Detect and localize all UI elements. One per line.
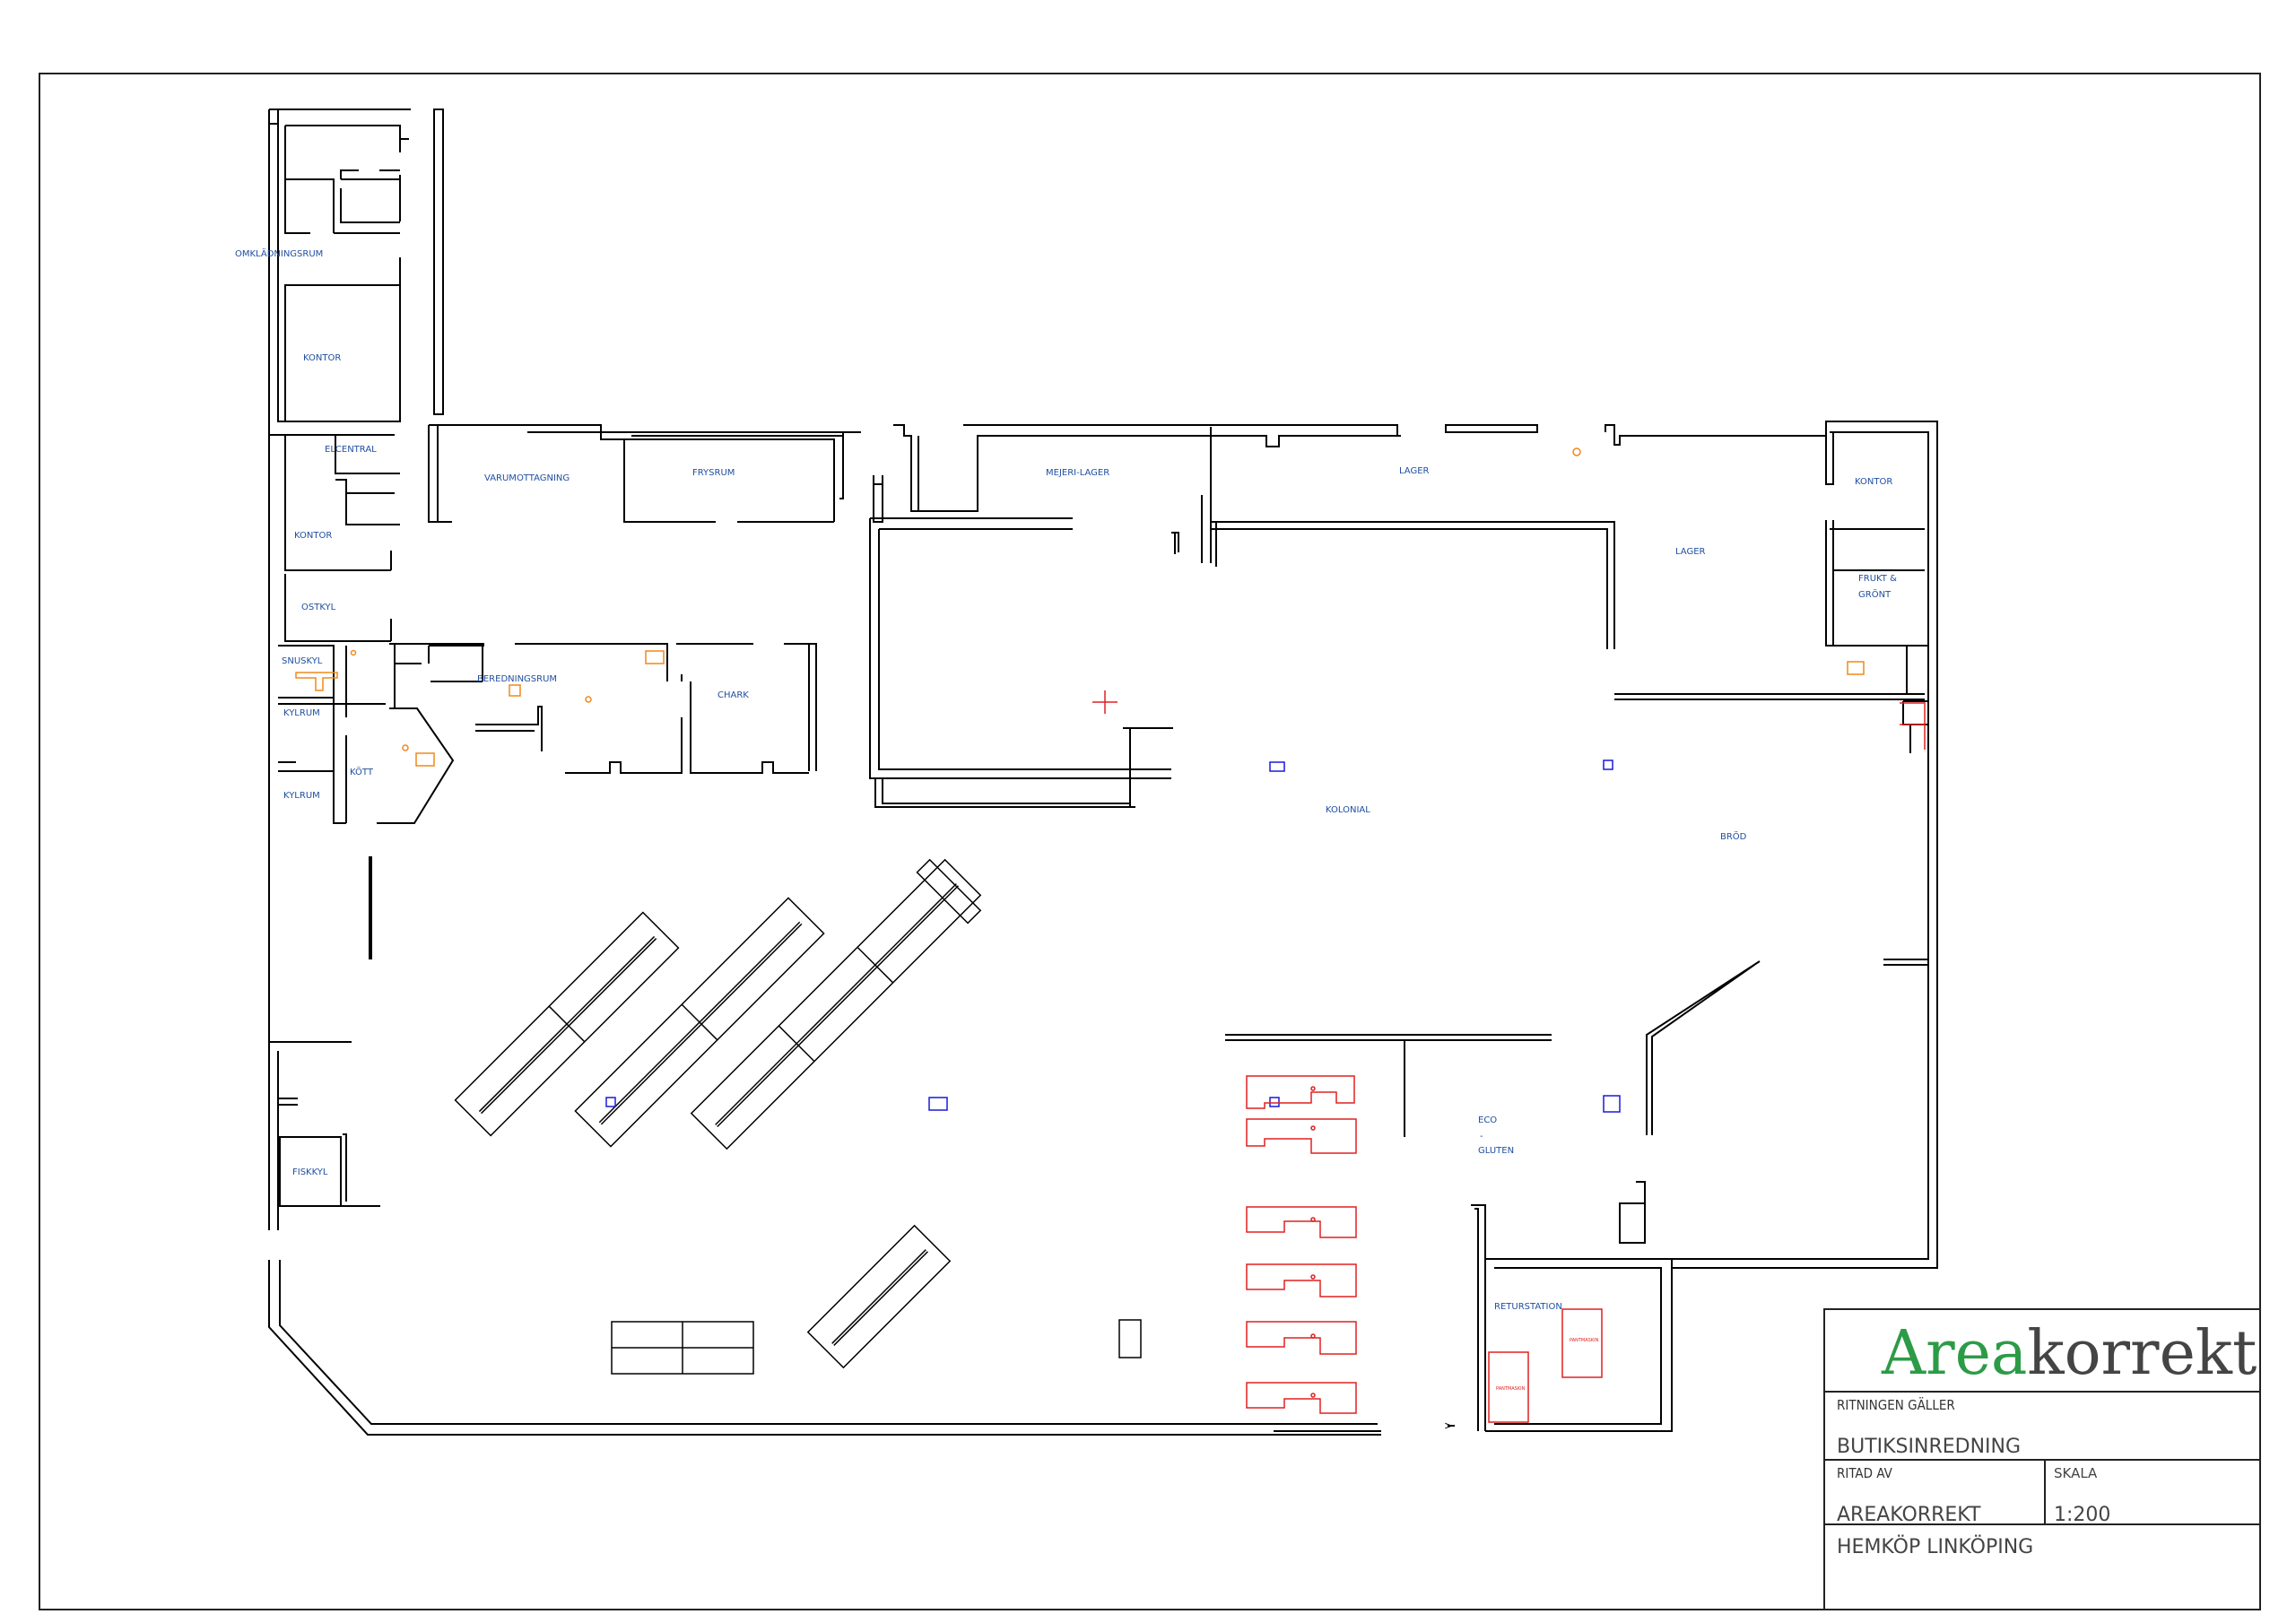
label-kontor-2: KONTOR — [294, 531, 332, 541]
label-mejeri-lager: MEJERI-LAGER — [1046, 468, 1109, 478]
valid-value: BUTIKSINREDNING — [1837, 1436, 2021, 1458]
label-frysrum: FRYSRUM — [692, 468, 735, 478]
drawn-label: RITAD AV — [1837, 1465, 1893, 1481]
gondolas — [454, 858, 1142, 1375]
label-beredningsrum: BEREDNINGSRUM — [477, 674, 557, 684]
label-brod: BRÖD — [1720, 830, 1747, 842]
label-kontor-3: KONTOR — [1855, 477, 1892, 487]
scale-value: 1:200 — [2054, 1504, 2110, 1526]
pantmaskin-1: PANTMASKIN — [1496, 1386, 1526, 1392]
label-chark: CHARK — [718, 690, 749, 700]
title-block — [1823, 1308, 2261, 1610]
logo: Areakorrekt — [1881, 1318, 2257, 1389]
label-eco-2: - — [1480, 1132, 1483, 1141]
orange-fixtures — [295, 447, 1865, 767]
sheet-border — [39, 73, 2261, 1610]
walls — [268, 108, 1938, 1436]
label-frukt-2: GRÖNT — [1858, 588, 1892, 600]
label-ostkyl: OSTKYL — [301, 603, 336, 612]
label-fiskkyl: FISKKYL — [292, 1167, 328, 1177]
scale-label: SKALA — [2054, 1465, 2098, 1481]
blue-fixtures — [605, 759, 1621, 1113]
pantmaskin-2: PANTMASKIN — [1570, 1338, 1599, 1343]
label-returstation: RETURSTATION — [1494, 1302, 1562, 1312]
logo-gray: korrekt — [2027, 1318, 2257, 1389]
label-kott: KÖTT — [350, 766, 374, 777]
label-eco-1: ECO — [1478, 1115, 1497, 1125]
label-varumottagning: VARUMOTTAGNING — [484, 473, 570, 483]
label-snuskyl: SNUSKYL — [282, 656, 323, 666]
label-lager-1: LAGER — [1399, 466, 1430, 476]
valid-label: RITNINGEN GÄLLER — [1837, 1396, 1955, 1413]
label-kylrum-1: KYLRUM — [283, 708, 320, 718]
project-name: HEMKÖP LINKÖPING — [1837, 1535, 2033, 1558]
label-kylrum-2: KYLRUM — [283, 791, 320, 801]
label-eco-3: GLUTEN — [1478, 1146, 1514, 1156]
entrance-arrow: > — [1444, 1419, 1453, 1432]
label-kolonial: KOLONIAL — [1326, 805, 1370, 815]
label-frukt-1: FRUKT & — [1858, 574, 1897, 584]
checkout-counters — [1092, 690, 1926, 1423]
drawn-value: AREAKORREKT — [1837, 1504, 1981, 1526]
label-omkladningsrum: OMKLÄDNINGSRUM — [235, 247, 323, 259]
label-kontor-1: KONTOR — [303, 353, 341, 363]
logo-green: Area — [1881, 1318, 2027, 1389]
label-elcentral: ELCENTRAL — [325, 445, 377, 455]
label-lager-2: LAGER — [1675, 547, 1706, 557]
